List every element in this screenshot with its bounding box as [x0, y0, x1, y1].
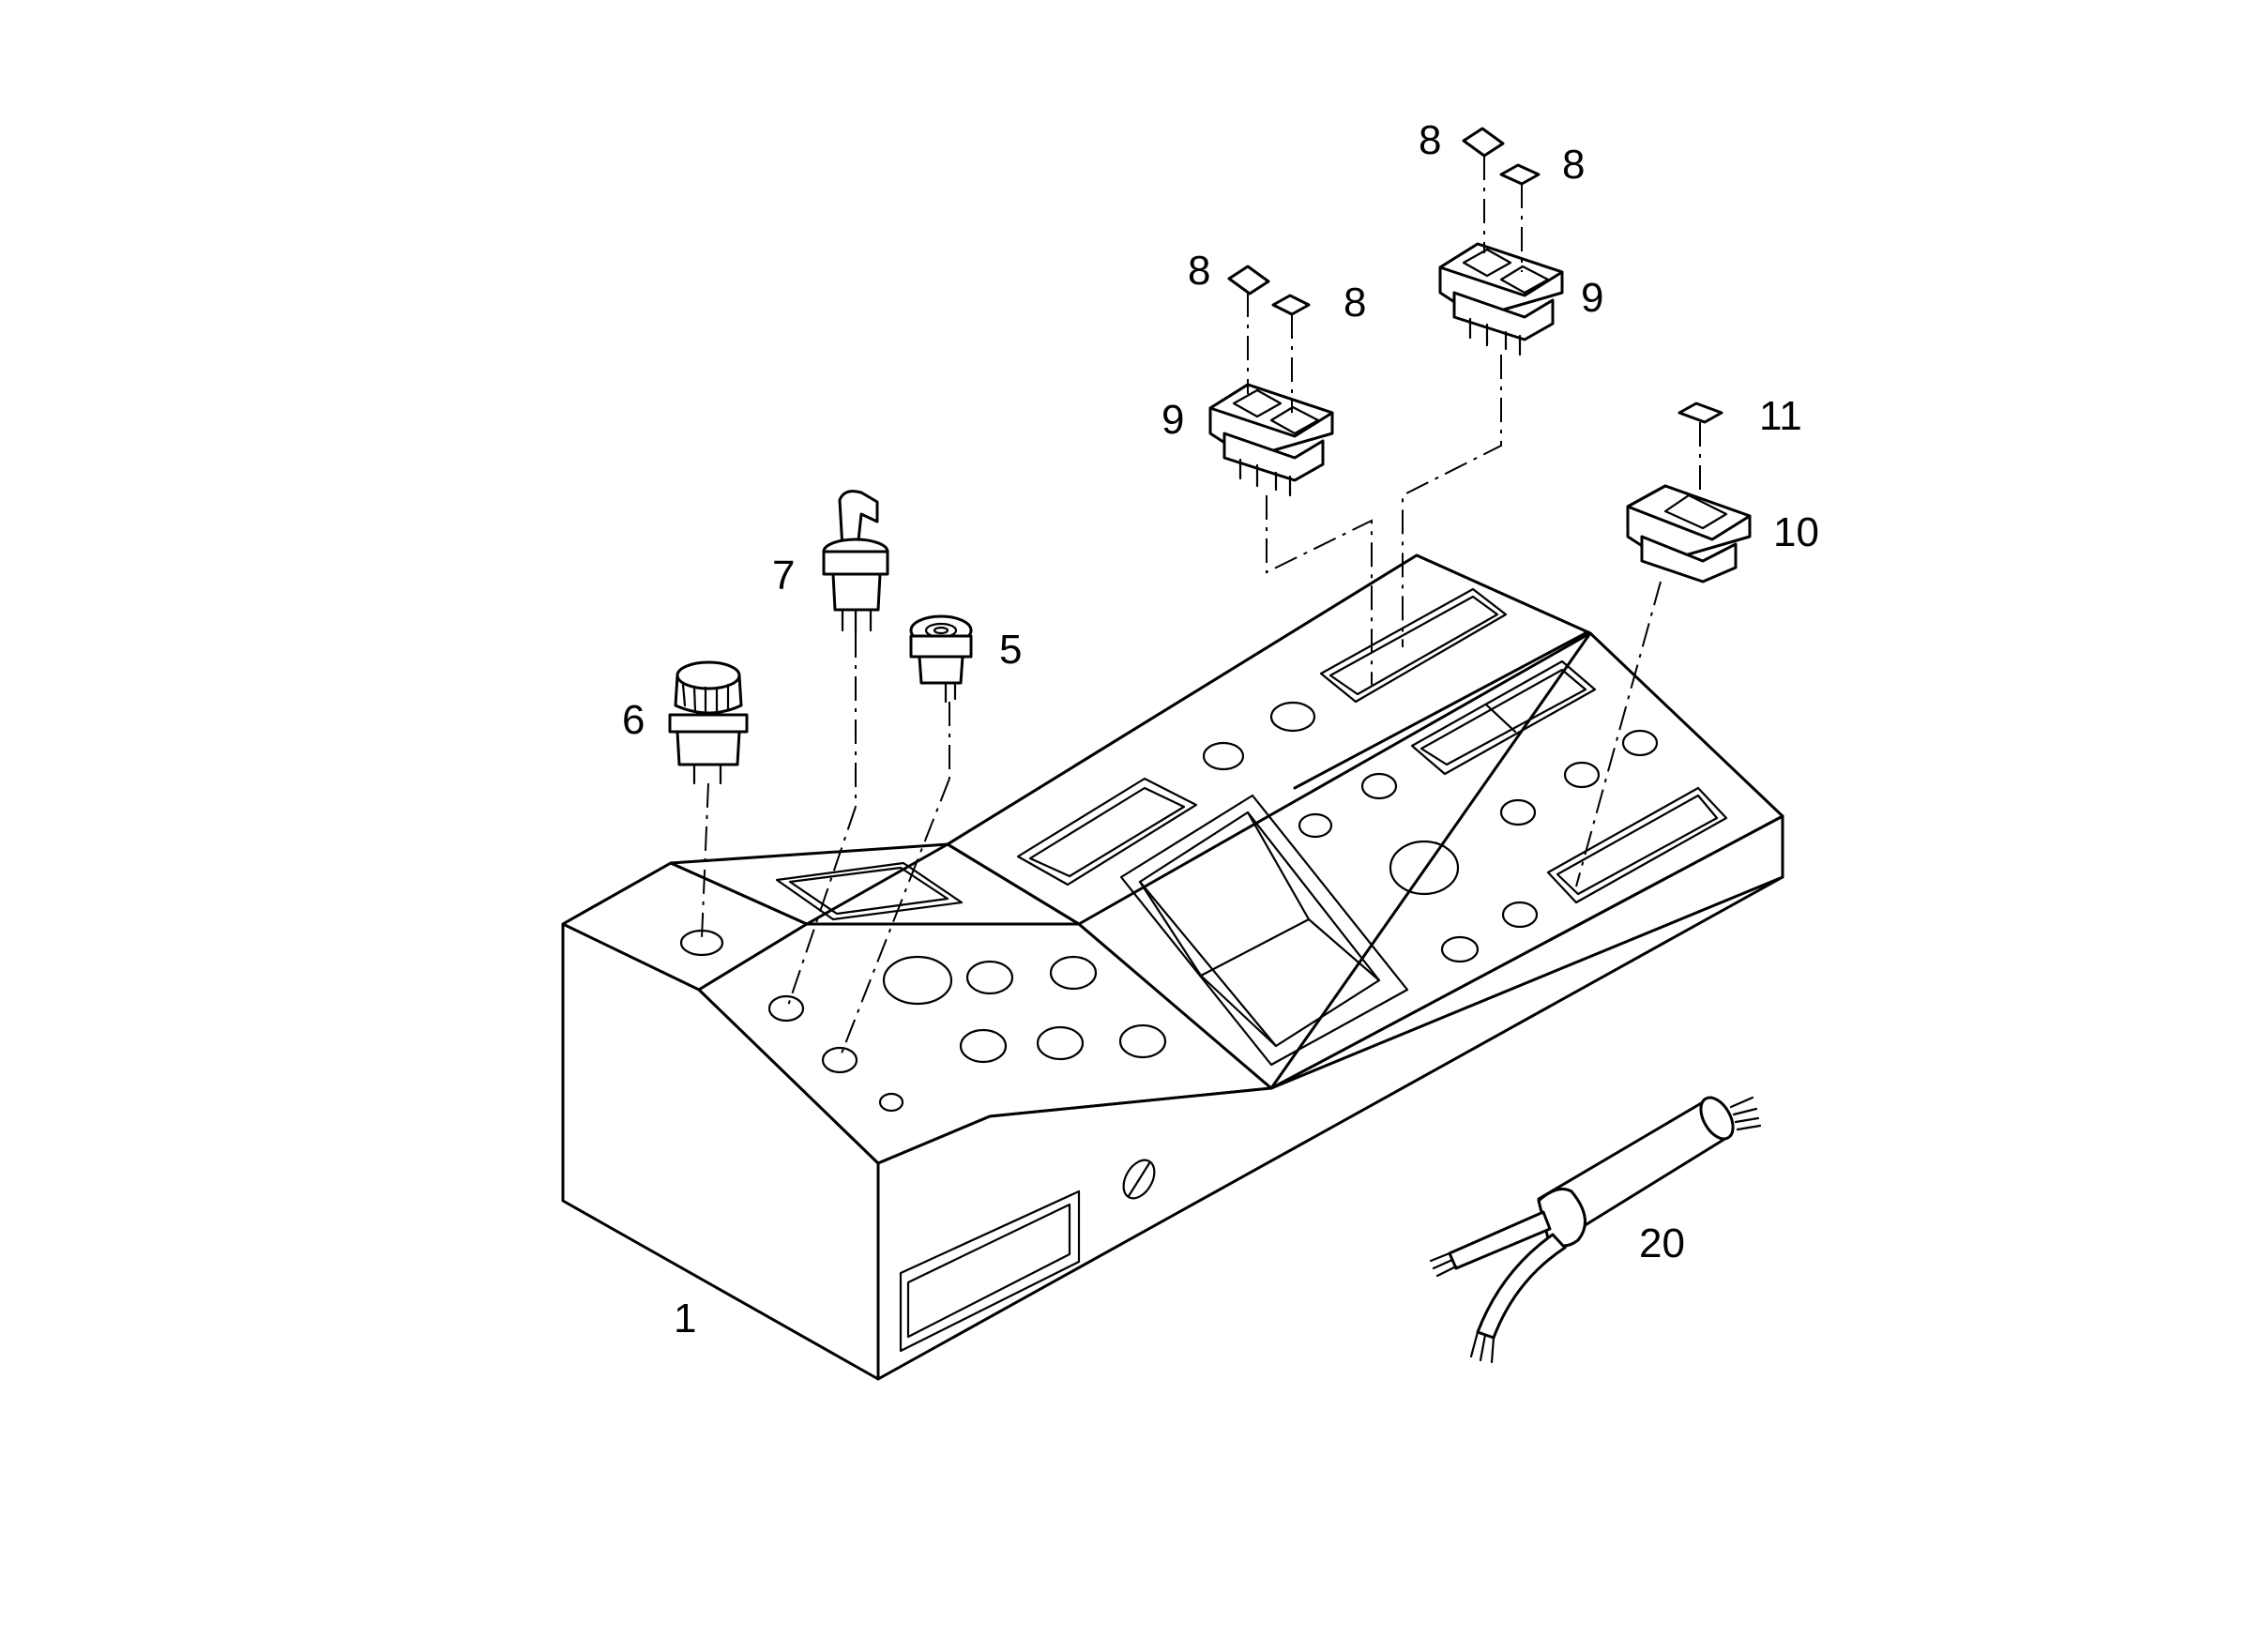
callout-9a: 9 [1161, 397, 1184, 443]
part-8-cap-a [1227, 265, 1270, 296]
callout-8d: 8 [1562, 142, 1585, 188]
part-9-rocker-right [1438, 242, 1564, 356]
leader-lines [701, 156, 1701, 1059]
part-5-push-button [909, 614, 973, 704]
part-6-fuse-holder [668, 660, 749, 785]
callout-1: 1 [674, 1296, 696, 1341]
callout-8a: 8 [1188, 248, 1210, 294]
part-20-cable [1429, 1096, 1762, 1364]
part-9-rocker-left [1208, 383, 1334, 497]
part-8-cap-b [1271, 294, 1311, 316]
callout-20: 20 [1639, 1220, 1685, 1266]
callout-8b: 8 [1344, 280, 1366, 326]
part-8-cap-d [1499, 163, 1541, 186]
part-7-key-switch [822, 490, 889, 635]
callout-8c: 8 [1419, 117, 1441, 163]
callout-5: 5 [999, 627, 1022, 673]
callout-7: 7 [772, 553, 795, 599]
part-8-cap-c [1462, 127, 1505, 158]
callout-10: 10 [1773, 509, 1819, 555]
callout-9b: 9 [1581, 275, 1603, 321]
part-10-rocker [1626, 484, 1752, 584]
switch-caps [1227, 127, 1723, 424]
callout-labels: 1 5 6 7 8 8 8 8 9 9 10 11 20 [622, 117, 1819, 1341]
callout-11: 11 [1759, 393, 1802, 439]
console-housing [561, 553, 1784, 1381]
part-11-cap [1678, 402, 1723, 424]
callout-6: 6 [622, 697, 645, 743]
